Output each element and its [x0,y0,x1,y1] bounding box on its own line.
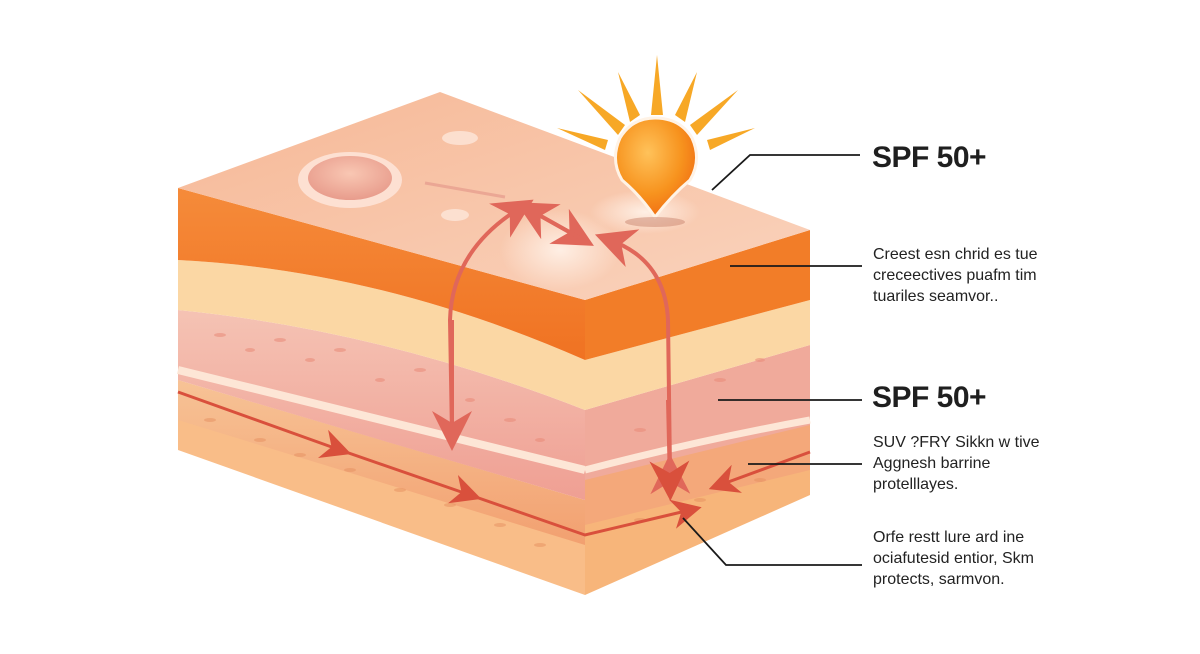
callout-line: tuariles seamvor.. [873,288,999,305]
uv-arrow-icon [432,199,691,501]
front-face [177,188,586,595]
callout-line: protelllayes. [873,476,959,493]
callout-line: Creest esn chrid es tue [873,246,1038,263]
callout-line: SUV ?FRY Sikkn w tive [873,434,1040,451]
callout-line: ociafutesid entior, Skm [873,550,1034,567]
leader-lines [682,154,862,566]
callout-dermis: SUV ?FRY Sikkn w tive Aggnesh barrine pr… [873,432,1040,495]
callout-hypodermis: Orfe restt lure ard ine ociafutesid enti… [873,527,1034,590]
callout-line: protects, sarmvon. [873,571,1005,588]
callout-line: Aggnesh barrine [873,455,991,472]
spf-label-top: SPF 50+ [872,141,987,174]
spf-label-middle: SPF 50+ [872,381,987,414]
callout-line: Orfe restt lure ard ine [873,529,1025,546]
sun-icon [557,55,755,227]
callout-epidermis: Creest esn chrid es tue creceectives pua… [873,244,1038,307]
callout-line: creceectives puafm tim [873,267,1037,284]
